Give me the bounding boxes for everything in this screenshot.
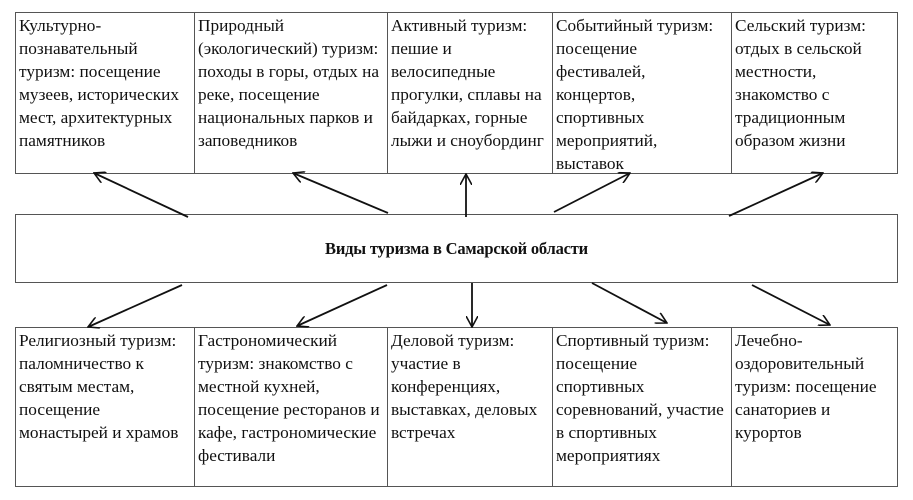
arrow-to-nature xyxy=(293,173,389,214)
central-title: Виды туризма в Самарской области xyxy=(325,238,588,258)
arrow-to-rural xyxy=(728,173,823,217)
arrow-to-health xyxy=(751,284,830,325)
type-business: Деловой туризм: участие в конференциях, … xyxy=(388,328,553,486)
type-religious: Религиозный туризм: паломничество к свят… xyxy=(16,328,195,486)
arrow-to-sport xyxy=(591,282,667,323)
type-nature: Природный (экологический) туризм: походы… xyxy=(195,13,388,173)
arrow-to-event xyxy=(553,173,630,213)
type-event: Событийный туризм: посещение фестивалей,… xyxy=(553,13,732,173)
type-rural: Сельский туризм: отдых в сельской местно… xyxy=(735,16,866,150)
arrow-to-cultural xyxy=(94,173,189,218)
type-cultural: Культурно-познавательный туризм: посещен… xyxy=(16,13,195,173)
type-gastronomic: Гастрономический туризм: знакомство с ме… xyxy=(195,328,388,486)
type-sport: Спортивный туризм: посещение спортивных … xyxy=(553,328,732,486)
type-active: Активный туризм: пешие и велосипедные пр… xyxy=(388,13,553,173)
top-types-row: Культурно-познавательный туризм: посещен… xyxy=(15,12,898,174)
bottom-types-row: Религиозный туризм: паломничество к свят… xyxy=(15,327,898,487)
arrow-to-religious xyxy=(88,284,183,327)
arrow-to-gastronomic xyxy=(297,284,388,326)
central-node: Виды туризма в Самарской области xyxy=(15,214,898,283)
type-health: Лечебно-оздоровительный туризм: посещени… xyxy=(735,331,877,442)
